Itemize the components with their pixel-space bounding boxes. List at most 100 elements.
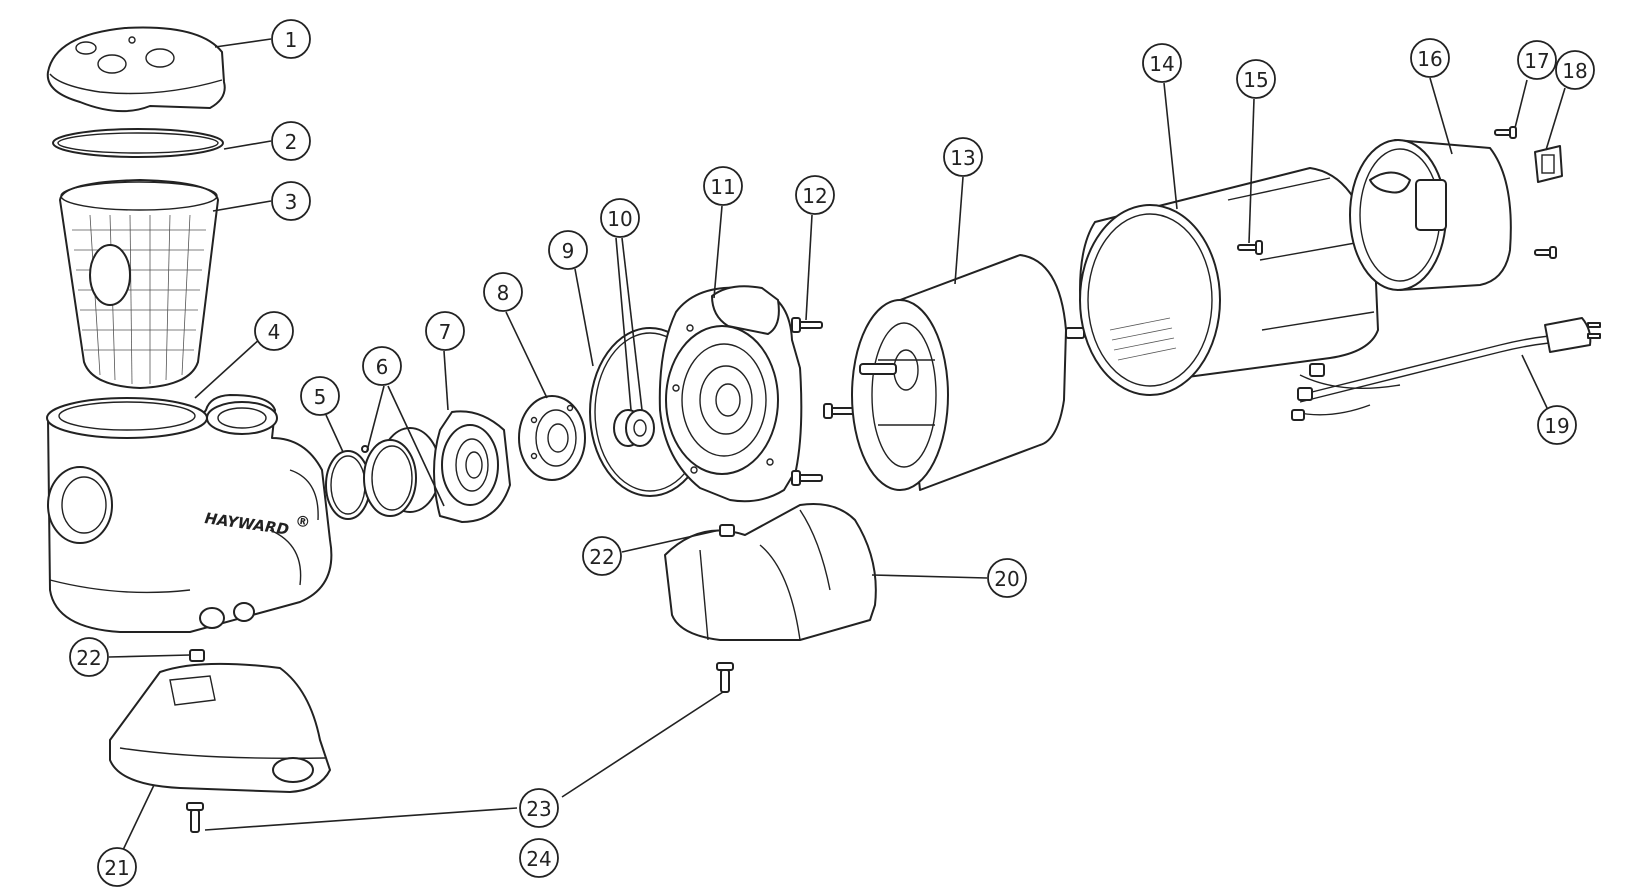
callout-c9: 9 [548,230,588,270]
callout-c24: 24 [519,838,559,878]
callout-c23: 23 [519,788,559,828]
callout-number: 1 [285,28,298,52]
part-motor-cover [1079,167,1379,396]
callout-c13: 13 [943,137,983,177]
callout-c6: 6 [362,346,402,386]
callout-number: 17 [1524,49,1549,73]
callout-number: 8 [497,281,510,305]
part-switch [1534,145,1563,183]
callout-number: 13 [950,146,975,170]
callout-number: 4 [268,320,281,344]
callout-circle [1236,59,1276,99]
callout-number: 5 [314,385,327,409]
callout-number: 23 [526,797,551,821]
callout-circle [1142,43,1182,83]
part-motor-adapter-housing [658,285,803,503]
part-nut-22-upper [719,524,735,537]
callout-circle [1537,405,1577,445]
part-strainer-basket [59,179,219,389]
callout-circle [97,847,137,887]
callout-c7: 7 [425,311,465,351]
callout-circle [600,198,640,238]
part-strainer-cover [46,26,226,113]
part-seal-plate [518,395,586,481]
callout-number: 18 [1562,59,1587,83]
callout-circle [300,376,340,416]
callout-number: 2 [285,130,298,154]
part-cover-o-ring [52,128,224,158]
callout-circle [582,536,622,576]
callout-circle [703,166,743,206]
callout-number: 9 [562,239,575,263]
callout-c12: 12 [795,175,835,215]
callout-circle [519,788,559,828]
callout-c22a: 22 [582,536,622,576]
callout-number: 15 [1243,68,1268,92]
callout-number: 10 [607,207,632,231]
part-impeller [433,410,511,523]
callout-circle [69,637,109,677]
trademark-symbol: ® [294,512,311,532]
callout-c5: 5 [300,376,340,416]
callout-number: 21 [104,856,129,880]
part-base-bolt-right [716,662,734,693]
callout-c2: 2 [271,121,311,161]
callout-number: 11 [710,175,735,199]
callout-circle [254,311,294,351]
callout-c16: 16 [1410,38,1450,78]
callout-number: 6 [376,355,389,379]
callout-circle [548,230,588,270]
callout-circle [795,175,835,215]
callout-c1: 1 [271,19,311,59]
callout-c14: 14 [1142,43,1182,83]
callout-circle [362,346,402,386]
callout-c11: 11 [703,166,743,206]
part-diffuser-o-ring [325,450,371,520]
callout-number: 19 [1544,414,1569,438]
callout-number: 7 [439,320,452,344]
callout-circle [483,272,523,312]
part-end-cap-screws [1494,126,1557,259]
callout-c17: 17 [1517,40,1557,80]
part-shaft-seal [613,409,655,447]
callout-circle [271,19,311,59]
callout-c21: 21 [97,847,137,887]
part-pump-housing: HAYWARD ® [46,394,333,633]
leader-lines [108,38,1566,851]
callout-c4: 4 [254,311,294,351]
callout-c18: 18 [1555,50,1595,90]
part-power-cord [1291,317,1601,421]
callout-circle [987,558,1027,598]
part-motor-support [664,503,877,641]
callout-circle [1410,38,1450,78]
callout-number: 24 [526,847,551,871]
part-diffuser-assembly [361,427,449,517]
part-cover-screw [1237,240,1263,255]
callout-circle [943,137,983,177]
callout-circle [1517,40,1557,80]
callout-circle [271,181,311,221]
callout-c8: 8 [483,272,523,312]
callout-circle [271,121,311,161]
callout-number: 22 [76,646,101,670]
callout-number: 14 [1149,52,1174,76]
part-pump-base [109,662,331,793]
callout-number: 3 [285,190,298,214]
callout-circle [425,311,465,351]
part-nut-22-lower [189,649,205,662]
callout-c10: 10 [600,198,640,238]
callout-number: 22 [589,545,614,569]
part-motor [851,254,1085,491]
callout-number: 20 [994,567,1019,591]
part-base-bolt-left [186,802,204,833]
part-motor-end-cap [1349,139,1512,291]
callout-c20: 20 [987,558,1027,598]
callout-c22b: 22 [69,637,109,677]
part-housing-bolts [791,317,855,486]
callout-circle [519,838,559,878]
callout-c3: 3 [271,181,311,221]
callout-c19: 19 [1537,405,1577,445]
